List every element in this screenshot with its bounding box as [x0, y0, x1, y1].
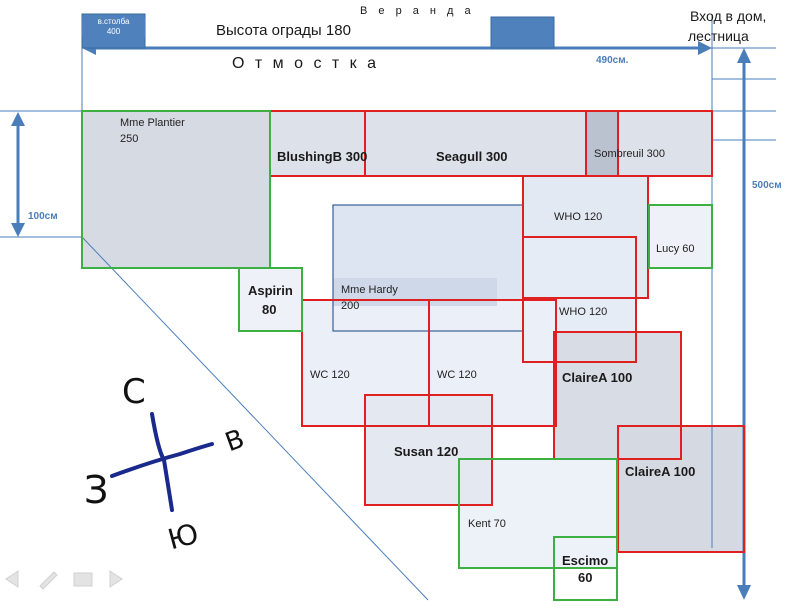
- wc-right-label: WC 120: [437, 369, 477, 381]
- entrance-line-1: Вход в дом,: [690, 8, 767, 24]
- lucy-fill: [649, 205, 712, 268]
- blushing-label: BlushingB 300: [277, 149, 368, 164]
- wc-left-label: WC 120: [310, 369, 350, 381]
- escimo-outline: [553, 536, 618, 601]
- who-top-label: WHO 120: [554, 211, 603, 223]
- claire-a-2-label: ClaireA 100: [625, 464, 696, 479]
- entrance-line-2: лестница: [688, 28, 749, 44]
- compass-north: С: [122, 372, 146, 412]
- seagull-label: Seagull 300: [436, 149, 508, 164]
- lucy-label: Lucy 60: [656, 243, 695, 255]
- width-arrow: [82, 41, 712, 55]
- mme-plantier-size: 250: [120, 133, 139, 145]
- next-slide-icon[interactable]: [109, 570, 123, 588]
- green-plant-outlines: [81, 110, 713, 601]
- height-dimension: 500см: [752, 180, 782, 191]
- prev-slide-icon[interactable]: [5, 570, 19, 588]
- escimo-name: Escimo: [562, 553, 609, 568]
- pen-icon[interactable]: [39, 571, 58, 590]
- lucy-outline: [648, 204, 713, 269]
- fills: [82, 111, 744, 568]
- depth-dimension: 100см: [28, 211, 58, 222]
- label-band: [333, 278, 497, 306]
- slide-nav[interactable]: [5, 570, 123, 590]
- compass-west: З: [84, 468, 109, 512]
- susan-label: Susan 120: [394, 444, 459, 459]
- post-label: в.столба 400: [82, 17, 145, 37]
- kent-label: Kent 70: [468, 518, 506, 530]
- diagonal-path-line: [81, 236, 429, 601]
- width-dimension: 490см.: [596, 55, 629, 66]
- mme-plantier-name: Mme Plantier: [120, 117, 185, 129]
- aspirin-fill: [239, 268, 302, 331]
- sombreuil-label: Sombreuil 300: [594, 148, 665, 160]
- compass-we-stroke: [110, 442, 214, 478]
- depth-arrow: [11, 112, 25, 237]
- veranda-label: В е р а н д а: [360, 5, 475, 17]
- aspirin-outline: [238, 267, 303, 332]
- veranda-post: [490, 16, 555, 49]
- susan-outline: [364, 394, 493, 506]
- fence-height-label: Высота ограды 180: [216, 22, 351, 39]
- sombreuil-overlap-fill: [586, 111, 618, 176]
- who-mid-label: WHO 120: [559, 306, 608, 318]
- escimo-size: 60: [578, 570, 593, 585]
- mme-hardy-size: 200: [341, 300, 360, 312]
- kent-outline: [458, 458, 618, 569]
- menu-icon[interactable]: [73, 572, 93, 587]
- aspirin-name: Aspirin: [248, 283, 293, 298]
- mme-plantier-fill: [82, 111, 270, 268]
- mme-plantier-outline: [81, 110, 271, 269]
- seagull-outline: [364, 110, 619, 177]
- compass: [110, 412, 214, 512]
- blind-area-label: О т м о с т к а: [232, 55, 380, 72]
- aspirin-size: 80: [262, 302, 277, 317]
- mme-hardy-name: Mme Hardy: [341, 284, 398, 296]
- claire-a-1-label: ClaireA 100: [562, 370, 633, 385]
